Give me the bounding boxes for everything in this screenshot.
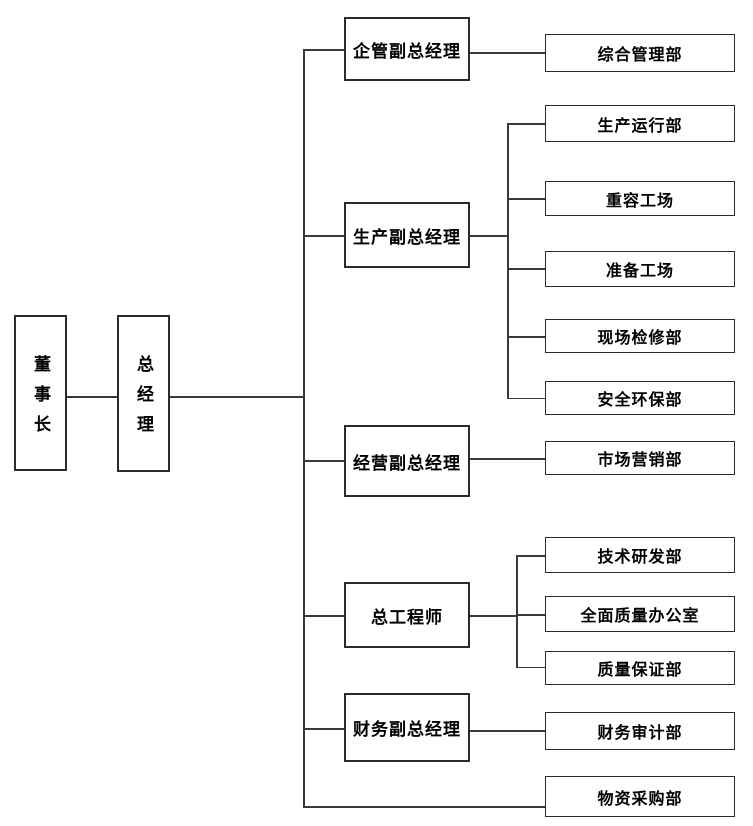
org-node-label: 现场检修部 xyxy=(597,330,683,347)
org-node-dept-site-maintenance: 现场检修部 xyxy=(545,319,735,353)
org-node-deputy-gm-production: 生产副总经理 xyxy=(344,202,470,268)
org-node-label: 企管副总经理 xyxy=(353,41,461,61)
org-node-label: 物资采购部 xyxy=(597,790,683,808)
org-node-general-manager-label: 总经理 xyxy=(134,355,153,445)
connector-sub-site-maintenance xyxy=(507,336,545,338)
org-node-label: 技术研发部 xyxy=(597,549,683,566)
connector-finance-audit xyxy=(470,730,545,732)
org-node-dept-rd: 技术研发部 xyxy=(545,537,735,573)
org-node-dept-quality-assurance: 质量保证部 xyxy=(545,651,735,685)
org-node-label: 生产运行部 xyxy=(597,117,683,135)
org-node-label: 市场营销部 xyxy=(597,452,683,469)
connector-production-subtrunk xyxy=(470,235,508,237)
org-node-label: 财务副总经理 xyxy=(353,720,461,739)
org-node-dept-material-procurement: 物资采购部 xyxy=(545,776,735,817)
org-node-dept-production-operation: 生产运行部 xyxy=(545,105,735,142)
org-node-chairman: 董事长 xyxy=(14,315,67,471)
org-node-label: 全面质量办公室 xyxy=(580,608,700,625)
org-node-dept-finance-audit: 财务审计部 xyxy=(545,712,735,750)
org-node-label: 准备工场 xyxy=(605,263,674,280)
org-node-label: 综合管理部 xyxy=(597,47,683,64)
connector-trunk-production xyxy=(303,235,344,237)
connector-gm-trunk xyxy=(170,396,304,398)
connector-trunk-material-procurement xyxy=(303,806,545,808)
org-node-deputy-gm-operations: 经营副总经理 xyxy=(344,425,470,497)
org-node-general-manager: 总经理 xyxy=(117,315,170,472)
org-node-dept-preparation-workshop: 准备工场 xyxy=(545,251,735,287)
connector-chairman-gm xyxy=(67,396,117,398)
connector-main-trunk xyxy=(303,49,305,807)
connector-sub-zhongrong xyxy=(507,198,545,200)
connector-sub-quality-assurance xyxy=(516,666,545,668)
org-node-label: 安全环保部 xyxy=(597,392,683,409)
connector-sub-preparation xyxy=(507,268,545,270)
org-node-label: 重容工场 xyxy=(605,192,674,210)
org-node-chairman-label: 董事长 xyxy=(31,354,50,445)
connector-sub-total-quality xyxy=(516,614,545,616)
org-node-dept-marketing: 市场营销部 xyxy=(545,441,735,475)
connector-sub-rd xyxy=(516,555,545,557)
org-node-label: 财务审计部 xyxy=(597,725,683,742)
connector-trunk-chief-engineer xyxy=(303,615,344,617)
connector-trunk-enterprise xyxy=(303,49,344,51)
connector-trunk-operations xyxy=(303,460,344,462)
org-node-label: 生产副总经理 xyxy=(353,227,461,247)
org-node-deputy-gm-enterprise: 企管副总经理 xyxy=(344,17,470,81)
connector-sub-production-operation xyxy=(507,123,545,125)
org-node-dept-safety-environment: 安全环保部 xyxy=(545,381,735,415)
org-node-chief-engineer: 总工程师 xyxy=(344,582,470,648)
connector-production-subtrunk-vertical xyxy=(507,123,509,399)
org-node-label: 质量保证部 xyxy=(597,662,683,679)
connector-enterprise-general-management xyxy=(470,52,545,54)
org-node-deputy-gm-finance: 财务副总经理 xyxy=(344,693,470,762)
connector-operations-marketing xyxy=(470,458,545,460)
org-node-dept-zhongrong-workshop: 重容工场 xyxy=(545,181,735,216)
org-node-label: 总工程师 xyxy=(371,607,443,627)
connector-chief-engineer-subtrunk-vertical xyxy=(516,555,518,668)
org-node-label: 经营副总经理 xyxy=(353,453,461,473)
org-node-dept-total-quality-office: 全面质量办公室 xyxy=(545,596,735,632)
connector-sub-safety xyxy=(507,397,545,399)
connector-chief-engineer-subtrunk xyxy=(470,615,516,617)
org-node-dept-general-management: 综合管理部 xyxy=(545,34,735,72)
connector-trunk-finance xyxy=(303,728,344,730)
